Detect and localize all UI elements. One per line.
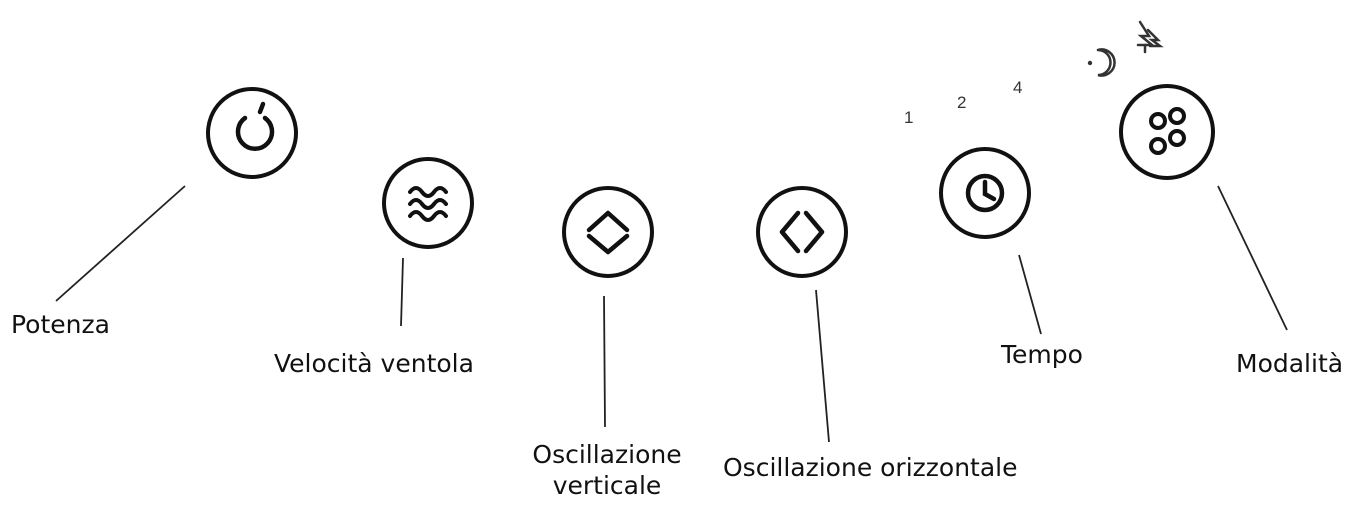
sleep-icon <box>1087 48 1116 77</box>
timer-label: Tempo <box>1001 340 1083 369</box>
mode-label: Modalità <box>1236 349 1344 378</box>
wind-waves-icon <box>408 186 448 222</box>
timer-option-4: 4 <box>1013 78 1023 97</box>
power-button[interactable] <box>206 87 298 179</box>
timer-option-2: 2 <box>957 93 967 112</box>
power-icon <box>235 115 275 151</box>
fan-speed-button[interactable] <box>382 157 474 249</box>
vertical-oscillation-label: Oscillazione verticale <box>532 440 682 500</box>
fan-speed-label: Velocità ventola <box>274 349 474 378</box>
mode-indicators <box>1087 20 1164 77</box>
horizontal-oscillation-icon <box>779 210 825 254</box>
mode-dots-icon <box>1149 107 1186 155</box>
vertical-oscillation-button[interactable] <box>562 186 654 278</box>
mode-button[interactable] <box>1119 84 1215 180</box>
vertical-oscillation-icon <box>586 210 630 255</box>
leader-lines <box>55 185 1288 443</box>
clock-icon <box>965 173 1005 213</box>
horizontal-oscillation-label: Oscillazione orizzontale <box>723 453 1018 482</box>
timer-option-1: 1 <box>904 108 914 127</box>
timer-button[interactable] <box>939 147 1031 239</box>
power-label: Potenza <box>11 310 110 339</box>
natural-wind-icon <box>1136 20 1164 54</box>
horizontal-oscillation-button[interactable] <box>756 186 848 278</box>
